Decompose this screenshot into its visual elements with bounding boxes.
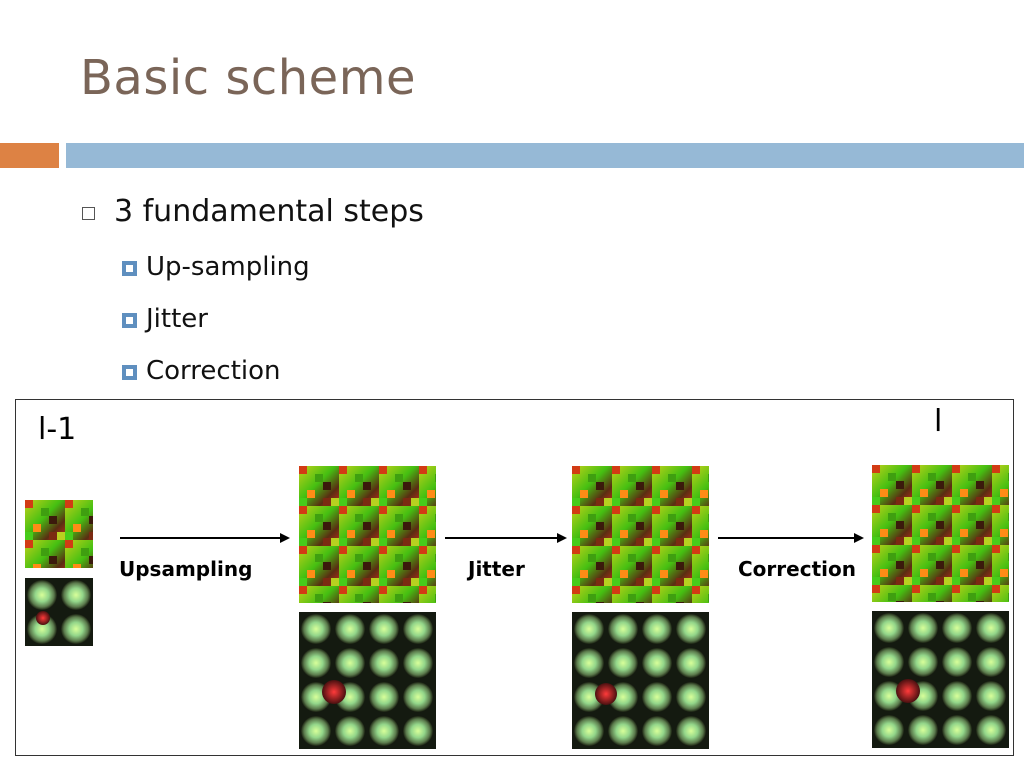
- jitter-arrow-icon: [445, 531, 567, 545]
- cell-texture-jittered: [572, 612, 709, 749]
- sub-bullet-text: Up-sampling: [146, 252, 310, 282]
- cell-texture-upsampled: [299, 612, 436, 749]
- filled-square-bullet-icon: [122, 313, 137, 328]
- coord-texture-jittered: [572, 466, 709, 603]
- filled-square-bullet-icon: [122, 365, 137, 380]
- sub-bullet-text: Jitter: [146, 304, 208, 334]
- sub-bullet-jitter: Jitter: [122, 304, 208, 334]
- step-label-jitter: Jitter: [468, 557, 525, 581]
- accent-bar-orange: [0, 143, 59, 168]
- hollow-square-bullet-icon: [82, 207, 95, 220]
- level-label-prev: l-1: [38, 412, 76, 447]
- sub-bullet-text: Correction: [146, 356, 281, 386]
- upsampling-arrow-icon: [120, 531, 290, 545]
- correction-arrow-icon: [718, 531, 864, 545]
- pyramid-diagram: l-1 l Upsampling Jitter Correction: [15, 399, 1014, 756]
- accent-bar-blue: [66, 143, 1024, 168]
- sub-bullet-upsampling: Up-sampling: [122, 252, 310, 282]
- step-label-correction: Correction: [738, 557, 856, 581]
- sub-bullet-correction: Correction: [122, 356, 281, 386]
- step-label-upsampling: Upsampling: [119, 557, 252, 581]
- coord-texture-corrected: [872, 465, 1009, 602]
- level-label-current: l: [934, 404, 942, 439]
- cell-texture-prev-level: [25, 578, 93, 646]
- coord-texture-upsampled: [299, 466, 436, 603]
- filled-square-bullet-icon: [122, 261, 137, 276]
- bullet-main: 3 fundamental steps: [82, 194, 424, 229]
- bullet-main-text: 3 fundamental steps: [114, 194, 424, 229]
- coord-texture-prev-level: [25, 500, 93, 568]
- cell-texture-corrected: [872, 611, 1009, 748]
- slide-title: Basic scheme: [80, 50, 416, 106]
